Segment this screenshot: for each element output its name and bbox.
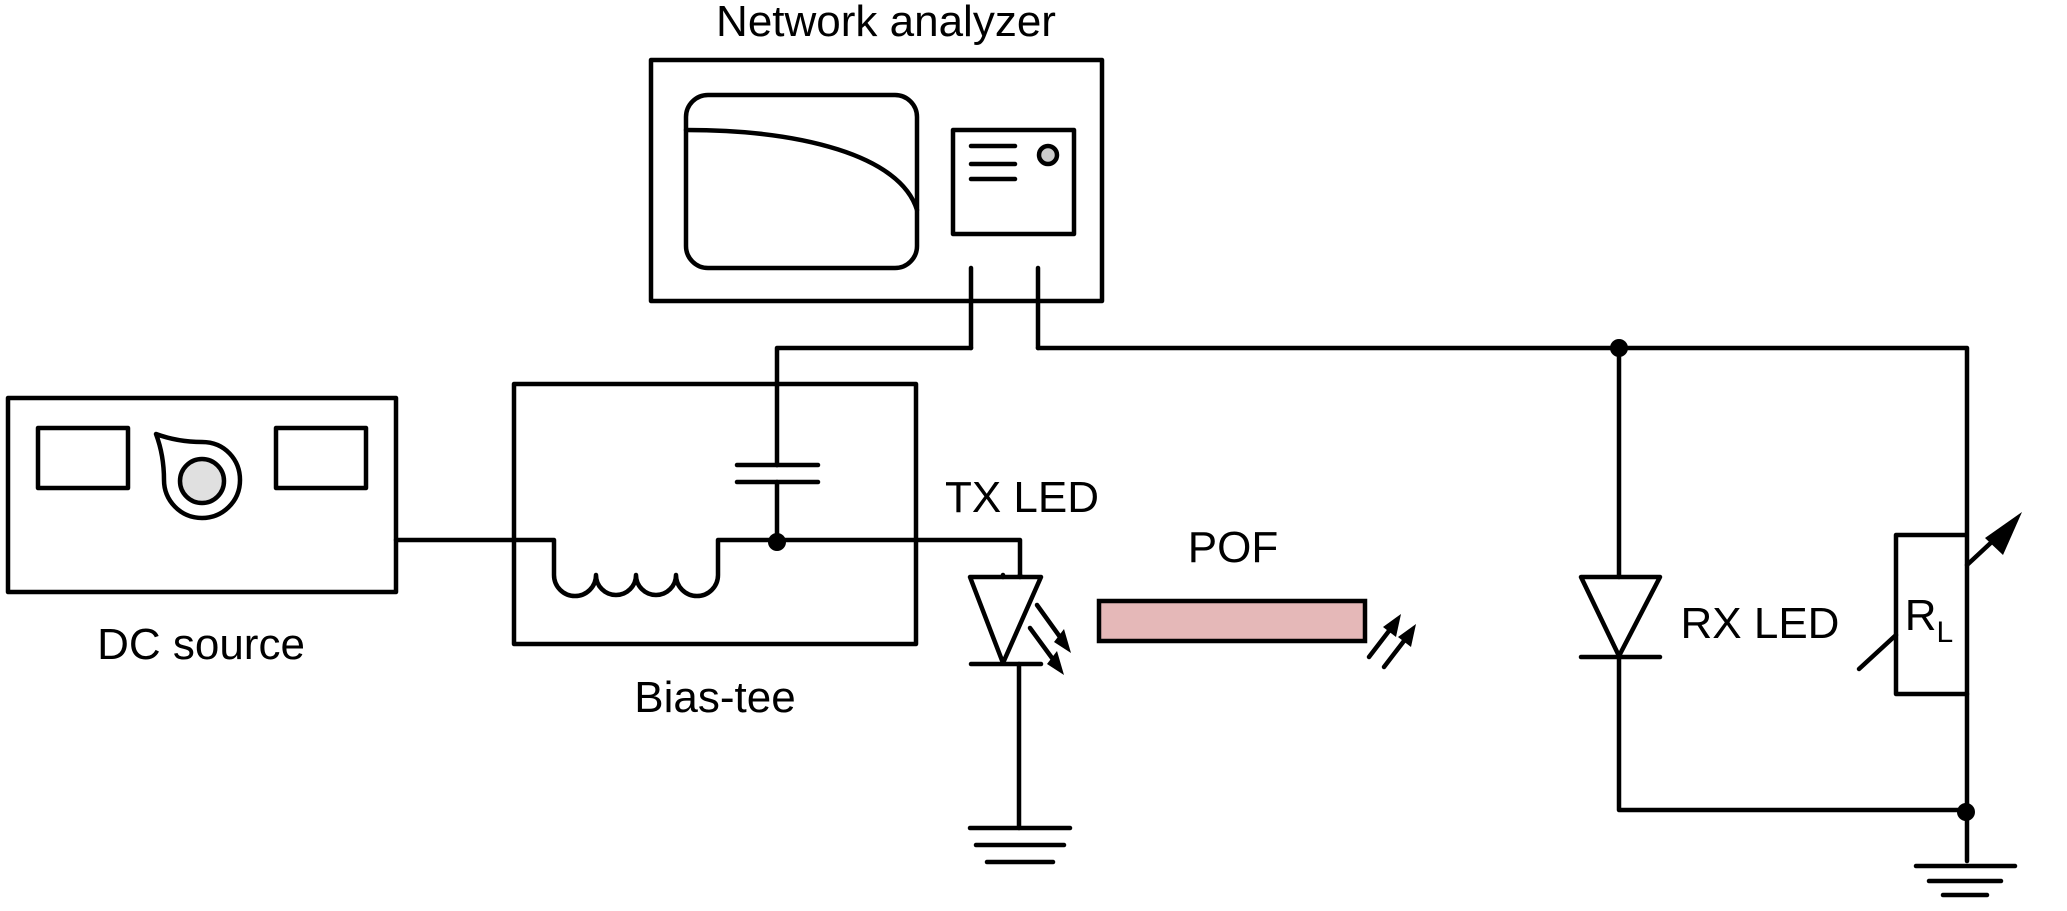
dc-display-left <box>35 425 131 491</box>
load-resistor: RL <box>1856 512 2022 898</box>
rx-led: RX LED <box>1366 345 1963 813</box>
ground-icon <box>967 825 1073 865</box>
arrow-head <box>1985 512 2022 555</box>
frequency-response-curve <box>683 127 920 213</box>
wire-port1-to-capacitor <box>774 345 974 468</box>
display-screen <box>683 92 920 271</box>
ground-icon <box>1913 863 2018 898</box>
dc-source: DC source <box>5 395 399 669</box>
tx-led-label: TX LED <box>945 473 1099 522</box>
arrow-head <box>1383 614 1401 637</box>
variable-arrow-icon <box>1856 512 2022 672</box>
network-analyzer-label: Network analyzer <box>716 0 1056 46</box>
resistor-label-sub: L <box>1937 616 1954 649</box>
wire-port2-to-load <box>1035 345 1970 537</box>
inductor-path <box>393 537 1023 599</box>
bias-tee-body <box>511 381 919 647</box>
arrow-shaft <box>1381 634 1410 670</box>
network-analyzer: Network analyzer <box>648 0 1105 351</box>
resistor-body <box>1893 532 1970 697</box>
junction-node <box>768 533 786 551</box>
arrow-shaft <box>1366 624 1395 660</box>
dial-outline-icon <box>153 431 243 521</box>
resistor-label-main: R <box>1905 591 1937 640</box>
diode-triangle-icon <box>967 574 1044 666</box>
arrow-shaft <box>1034 602 1063 640</box>
network-analyzer-body <box>648 57 1105 304</box>
bias-tee: Bias-tee <box>393 381 1023 722</box>
resistor-label: RL <box>1905 591 1953 649</box>
rx-led-label: RX LED <box>1681 599 1840 648</box>
wire-rx-to-ground-node <box>1616 654 1963 813</box>
arrow-tail <box>1856 632 1899 672</box>
dial-knob-icon <box>177 456 227 506</box>
pof: POF <box>1096 523 1368 644</box>
arrow-head <box>1054 629 1071 653</box>
display-screen-icon <box>683 92 920 271</box>
arrow-head <box>1047 651 1064 675</box>
bias-tee-label: Bias-tee <box>634 673 795 722</box>
control-panel <box>950 127 1077 237</box>
emission-arrows-icon <box>1027 602 1071 675</box>
control-panel-icon <box>950 127 1077 237</box>
tx-led: TX LED <box>945 473 1099 865</box>
pof-fiber <box>1096 598 1368 644</box>
pof-label: POF <box>1188 523 1278 572</box>
indicator-led-icon <box>1036 143 1060 167</box>
arrow-head <box>1398 624 1416 647</box>
diode-triangle-icon <box>1578 574 1663 659</box>
junction-node <box>1957 803 1975 821</box>
reception-arrows-icon <box>1366 614 1416 670</box>
dc-display-right <box>273 425 369 491</box>
arrow-shaft <box>1027 625 1055 661</box>
dc-source-label: DC source <box>97 620 305 669</box>
dc-source-body <box>5 395 399 595</box>
